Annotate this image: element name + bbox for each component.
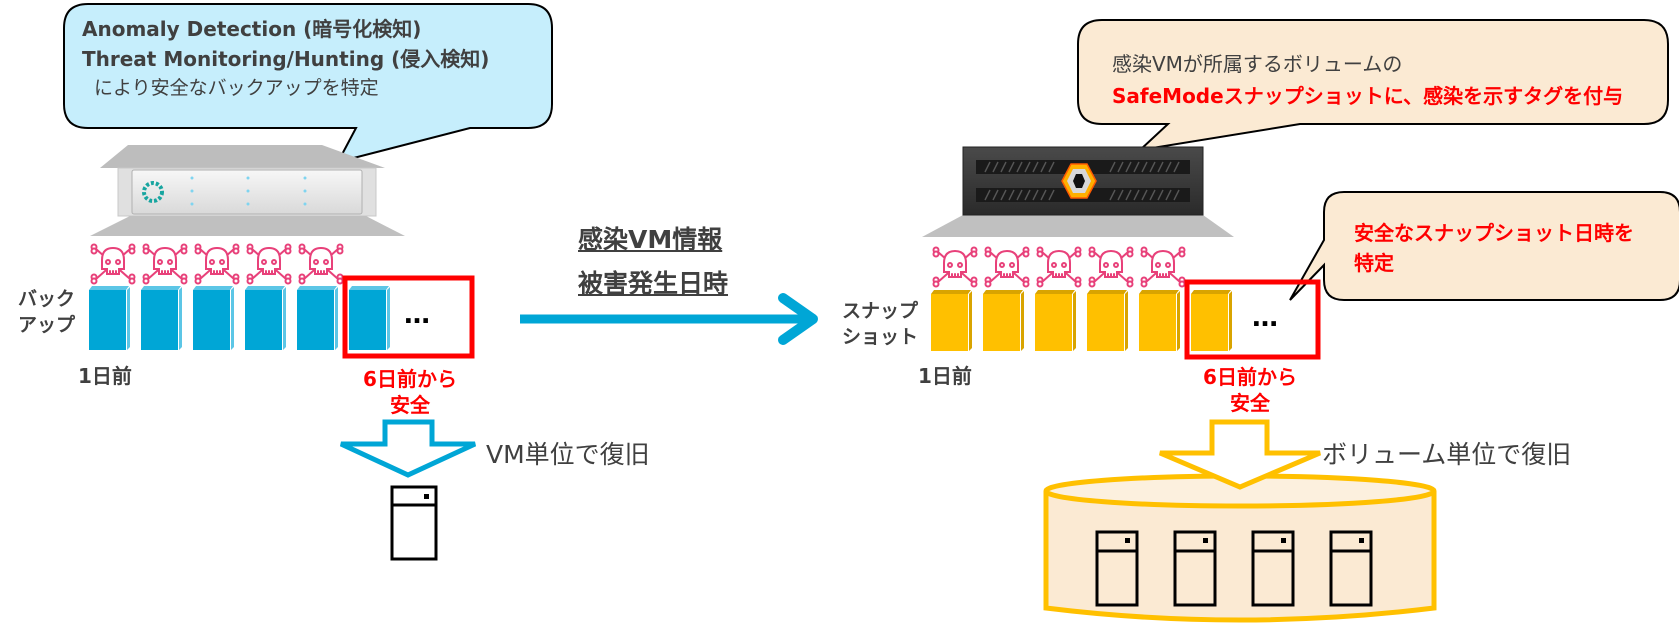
right-safe-label-line-2: 安全 [1230, 391, 1270, 415]
left-row-label-line-2: アップ [18, 314, 76, 336]
left-first-label: 1日前 [78, 364, 132, 388]
right-row-label-line-1: スナップ [842, 300, 919, 322]
left-server-icon [390, 485, 438, 561]
left-callout-line-1: Anomaly Detection (暗号化検知) [82, 17, 422, 41]
skull-crossbones-icon [984, 246, 1030, 288]
left-safe-label: 6日前から 安全 [350, 366, 470, 418]
data-block [141, 286, 182, 350]
left-safe-label-line-1: 6日前から [363, 367, 457, 391]
left-row-label: バック アップ [18, 286, 75, 338]
left-infected-markers [90, 243, 344, 285]
right-infected-markers [932, 246, 1186, 288]
right-safe-highlight-frame [1184, 279, 1321, 360]
skull-crossbones-icon [932, 246, 978, 288]
transfer-info-line-1: 感染VM情報 [578, 225, 723, 254]
transfer-info: 感染VM情報 被害発生日時 [578, 218, 728, 306]
left-restore-label: VM単位で復旧 [486, 440, 650, 469]
left-callout-line-2: Threat Monitoring/Hunting (侵入検知) [82, 47, 490, 71]
right-side-callout-line-1: 安全なスナップショット日時を [1354, 221, 1634, 245]
right-side-callout-bubble [1289, 191, 1679, 301]
data-block [245, 286, 286, 350]
skull-crossbones-icon [1036, 246, 1082, 288]
right-top-callout-line-1: 感染VMが所属するボリュームの [1112, 52, 1403, 76]
right-safe-label-line-1: 6日前から [1203, 365, 1297, 389]
right-ellipsis: … [1252, 303, 1278, 333]
right-snapshot-blocks [931, 290, 1232, 351]
server-icon [1095, 530, 1139, 607]
right-first-label: 1日前 [918, 364, 972, 388]
right-row-label-line-2: ショット [842, 326, 919, 348]
right-top-callout-text: 感染VMが所属するボリュームの SafeModeスナップショットに、感染を示すタ… [1112, 48, 1623, 112]
skull-crossbones-icon [298, 243, 344, 285]
left-callout-bubble [63, 3, 553, 164]
server-icon [1329, 530, 1373, 607]
data-block [297, 286, 338, 350]
data-block [1191, 290, 1232, 351]
left-safe-label-line-2: 安全 [390, 393, 430, 417]
right-side-callout-text: 安全なスナップショット日時を 特定 [1354, 218, 1634, 278]
skull-crossbones-icon [142, 243, 188, 285]
left-ellipsis: … [404, 300, 430, 330]
data-block [1139, 290, 1180, 351]
skull-crossbones-icon [1088, 246, 1134, 288]
skull-crossbones-icon [194, 243, 240, 285]
left-callout-line-3: により安全なバックアップを特定 [94, 77, 379, 99]
volume-servers [1095, 530, 1373, 607]
skull-crossbones-icon [1140, 246, 1186, 288]
right-restore-label: ボリューム単位で復旧 [1322, 440, 1572, 469]
skull-crossbones-icon [90, 243, 136, 285]
left-row-label-line-1: バック [18, 288, 76, 310]
right-side-callout-line-2: 特定 [1354, 251, 1394, 275]
data-block [349, 286, 390, 350]
data-block [1087, 290, 1128, 351]
transfer-arrow-icon [520, 293, 818, 345]
data-block [89, 286, 130, 350]
right-restore-arrow-icon [1159, 419, 1321, 490]
server-icon [1251, 530, 1295, 607]
left-backup-blocks [89, 286, 390, 350]
data-block [931, 290, 972, 351]
right-top-callout-line-2: SafeModeスナップショットに、感染を示すタグを付与 [1112, 84, 1624, 108]
data-block [1035, 290, 1076, 351]
server-icon [1173, 530, 1217, 607]
data-block [983, 290, 1024, 351]
data-block [193, 286, 234, 350]
left-restore-arrow-icon [339, 419, 477, 478]
volume-cylinder-icon [1043, 473, 1437, 623]
transfer-info-line-2: 被害発生日時 [578, 269, 729, 298]
left-safe-highlight-frame [342, 275, 475, 359]
skull-crossbones-icon [246, 243, 292, 285]
right-top-callout-bubble [1077, 19, 1669, 152]
right-row-label: スナップ ショット [842, 298, 918, 350]
right-safe-label: 6日前から 安全 [1190, 364, 1310, 416]
storage-array-icon [922, 146, 1234, 237]
left-callout-text: Anomaly Detection (暗号化検知) Threat Monitor… [82, 14, 489, 103]
backup-appliance-icon [90, 145, 405, 236]
